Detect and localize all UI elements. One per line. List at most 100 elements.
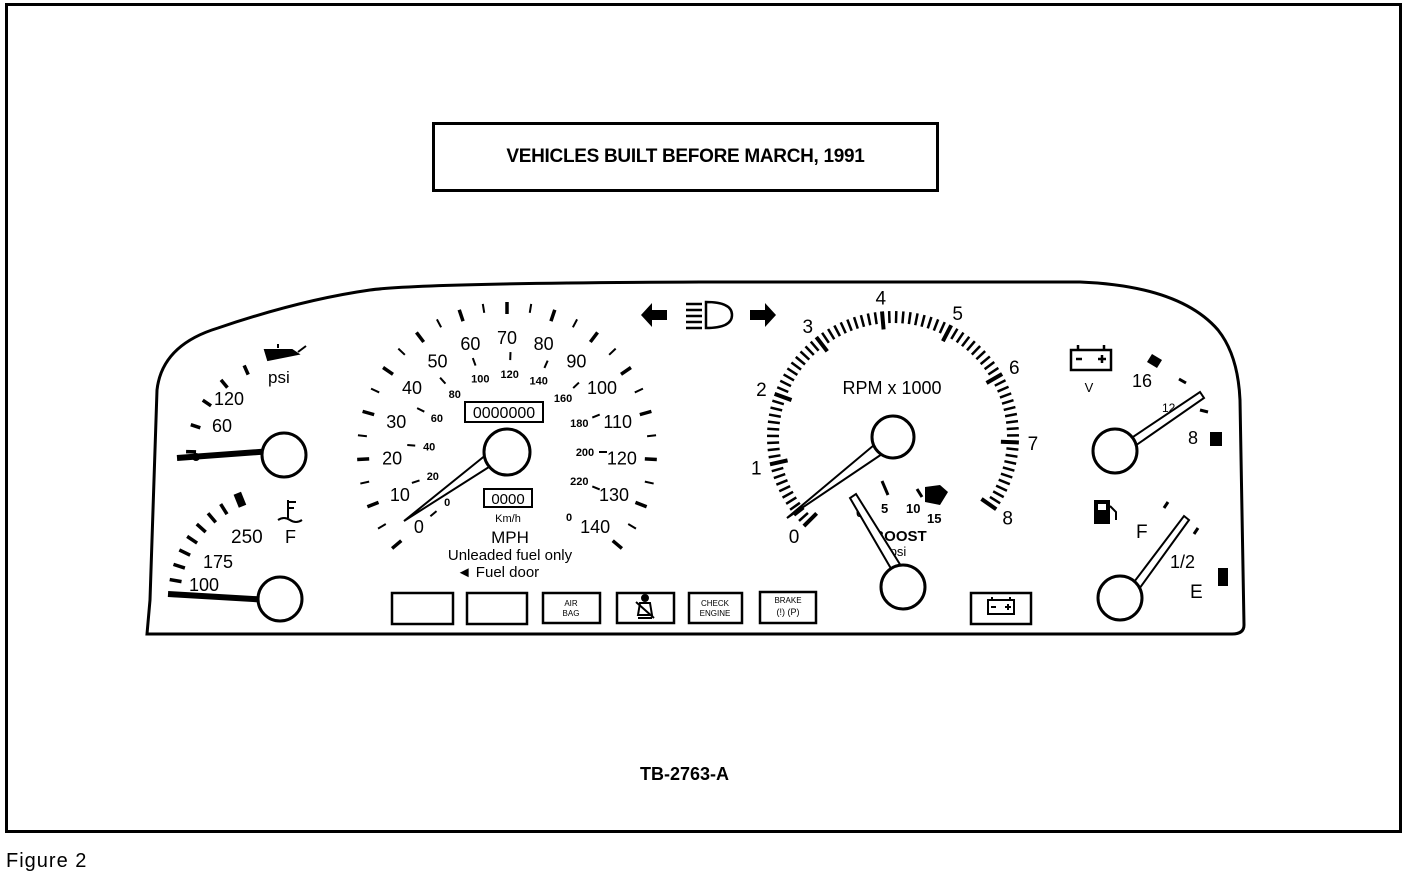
title-box: VEHICLES BUILT BEFORE MARCH, 1991: [432, 122, 939, 192]
tach-minor-tick: [799, 350, 811, 361]
boost-hub: [879, 563, 927, 611]
tach-minor-tick: [767, 447, 780, 452]
mph-major-tick: [588, 331, 599, 344]
volt-tick: [1199, 408, 1209, 414]
tach-minor-tick: [804, 345, 815, 356]
tach-minor-tick: [966, 340, 976, 352]
trip-odometer: [483, 488, 533, 508]
fuel-tick: [1162, 501, 1170, 509]
tach-minor-tick: [989, 495, 1001, 505]
volt-label-8: 8: [1188, 428, 1198, 448]
oil-gauge-hub: [260, 431, 308, 479]
mph-label: 80: [534, 334, 554, 354]
temp-label-175: 175: [203, 552, 233, 572]
tach-minor-tick: [970, 345, 982, 356]
mph-major-tick: [611, 539, 624, 550]
tach-minor-tick: [771, 399, 785, 406]
boost-label-10: 10: [906, 501, 920, 516]
tach-minor-tick: [987, 366, 1000, 376]
tach-minor-tick: [997, 385, 1010, 393]
mph-major-tick: [415, 331, 426, 344]
oil-tick: [190, 423, 201, 430]
cluster-outline: [145, 280, 1246, 636]
tach-label: 3: [802, 317, 813, 338]
tach-major-tick: [769, 458, 788, 467]
tach-minor-tick: [839, 321, 847, 334]
tach-minor-tick: [995, 484, 1008, 492]
check-engine-label-line1: CHECK: [701, 599, 730, 608]
volt-redzone-high: [1147, 354, 1162, 368]
temp-tick: [195, 522, 207, 534]
temp-tick: [172, 562, 186, 570]
temp-tick: [178, 548, 191, 557]
mph-minor-tick: [572, 318, 578, 328]
kmh-tick: [591, 413, 601, 419]
kmh-label: 160: [554, 393, 572, 405]
mph-minor-tick: [528, 303, 533, 314]
tach-minor-tick: [932, 318, 940, 332]
check-engine-lamp: [687, 591, 744, 625]
tach-label: 5: [952, 304, 963, 325]
tach-minor-tick: [768, 454, 781, 459]
kmh-label: 220: [570, 476, 588, 488]
oil-tick: [201, 398, 213, 408]
tach-minor-tick: [793, 506, 805, 517]
tach-minor-tick: [979, 355, 991, 366]
tach-major-tick: [880, 311, 886, 330]
mph-minor-tick: [644, 480, 654, 485]
temp-label-100: 100: [189, 575, 219, 595]
tach-minor-tick: [790, 361, 802, 371]
tach-major-tick: [773, 392, 793, 402]
tach-minor-tick: [786, 367, 799, 376]
tach-minor-tick: [1006, 447, 1019, 451]
speedometer-unit: MPH: [491, 528, 529, 547]
tach-minor-tick: [955, 331, 965, 344]
oil-needle-pivot: [192, 453, 200, 461]
kmh-label-end: 0: [566, 512, 572, 524]
tach-major-tick: [985, 372, 1004, 385]
temp-needle: [167, 591, 271, 603]
mph-label: 20: [382, 449, 402, 469]
tach-minor-tick: [789, 501, 801, 511]
tach-minor-tick: [873, 312, 878, 325]
indicator-row: [641, 300, 776, 330]
check-engine-label-line2: ENGINE: [700, 609, 731, 618]
mph-minor-tick: [436, 318, 442, 328]
tach-minor-tick: [975, 350, 987, 361]
fuel-label-full: F: [1136, 522, 1148, 543]
right-turn-arrow-icon: [750, 303, 776, 327]
tach-minor-tick: [775, 479, 788, 486]
battery-lamp-icon: [987, 597, 1015, 615]
tach-minor-tick: [767, 441, 780, 445]
tach-minor-tick: [950, 328, 959, 340]
tach-minor-tick: [920, 314, 926, 327]
voltmeter: V 16 12 8: [1069, 345, 1222, 475]
mph-label: 100: [587, 378, 617, 398]
tach-major-tick: [802, 511, 819, 528]
warning-lamp-blank-2: [465, 591, 529, 626]
fuel-redzone: [1218, 568, 1228, 586]
tach-minor-tick: [776, 386, 789, 394]
kmh-label: 120: [501, 369, 519, 381]
mph-minor-tick: [377, 523, 387, 530]
odometer-value: 0000000: [473, 405, 535, 422]
tach-minor-tick: [866, 313, 872, 326]
fuel-hub: [1096, 574, 1144, 622]
boost-redzone: [925, 485, 948, 505]
boost-label-15: 15: [927, 511, 941, 526]
kmh-label: 20: [427, 471, 439, 483]
tach-minor-tick: [833, 324, 842, 337]
tach-minor-tick: [992, 490, 1005, 499]
kmh-label: 200: [576, 447, 594, 459]
brake-lamp: [758, 590, 818, 625]
mph-label: 110: [603, 412, 632, 432]
page-title: VEHICLES BUILT BEFORE MARCH, 1991: [506, 146, 865, 167]
mph-label: 70: [497, 328, 517, 348]
tach-minor-tick: [1002, 466, 1015, 472]
odometer: [464, 401, 544, 423]
fuel-label-half: 1/2: [1170, 552, 1195, 572]
